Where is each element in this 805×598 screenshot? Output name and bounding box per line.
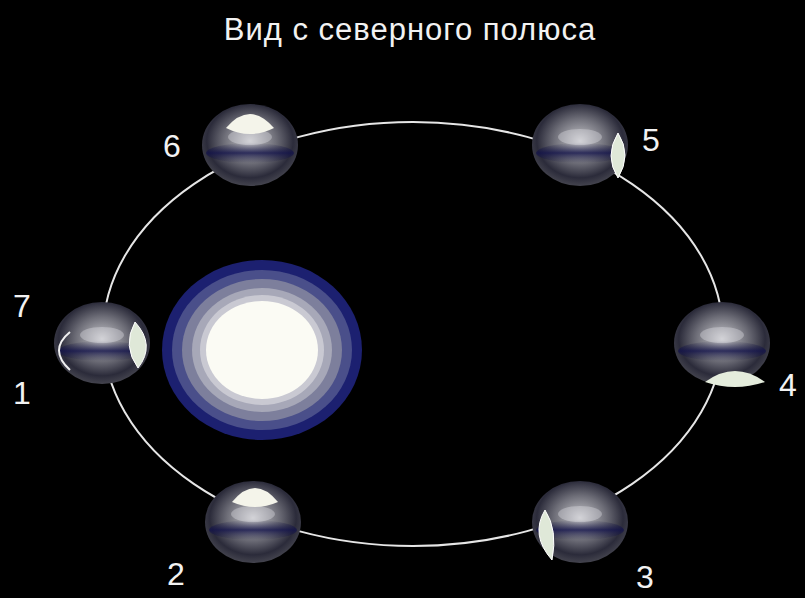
orbit (103, 122, 723, 546)
sun (162, 260, 362, 440)
callout-number: 4 (779, 369, 797, 401)
earth-4 (674, 302, 770, 387)
callout-number: 5 (642, 124, 660, 156)
earth-5 (532, 104, 628, 186)
diagram-title: Вид с северного полюса (224, 14, 596, 45)
callout-number: 3 (636, 561, 654, 593)
callout-number: 1 (13, 377, 31, 409)
earth-6 (202, 104, 298, 186)
callout-number: 6 (163, 130, 181, 162)
earth-3 (532, 481, 628, 563)
earth-2 (205, 481, 301, 563)
callout-number: 7 (13, 290, 31, 322)
callout-number: 2 (167, 558, 185, 590)
earth-7-1 (54, 302, 150, 384)
